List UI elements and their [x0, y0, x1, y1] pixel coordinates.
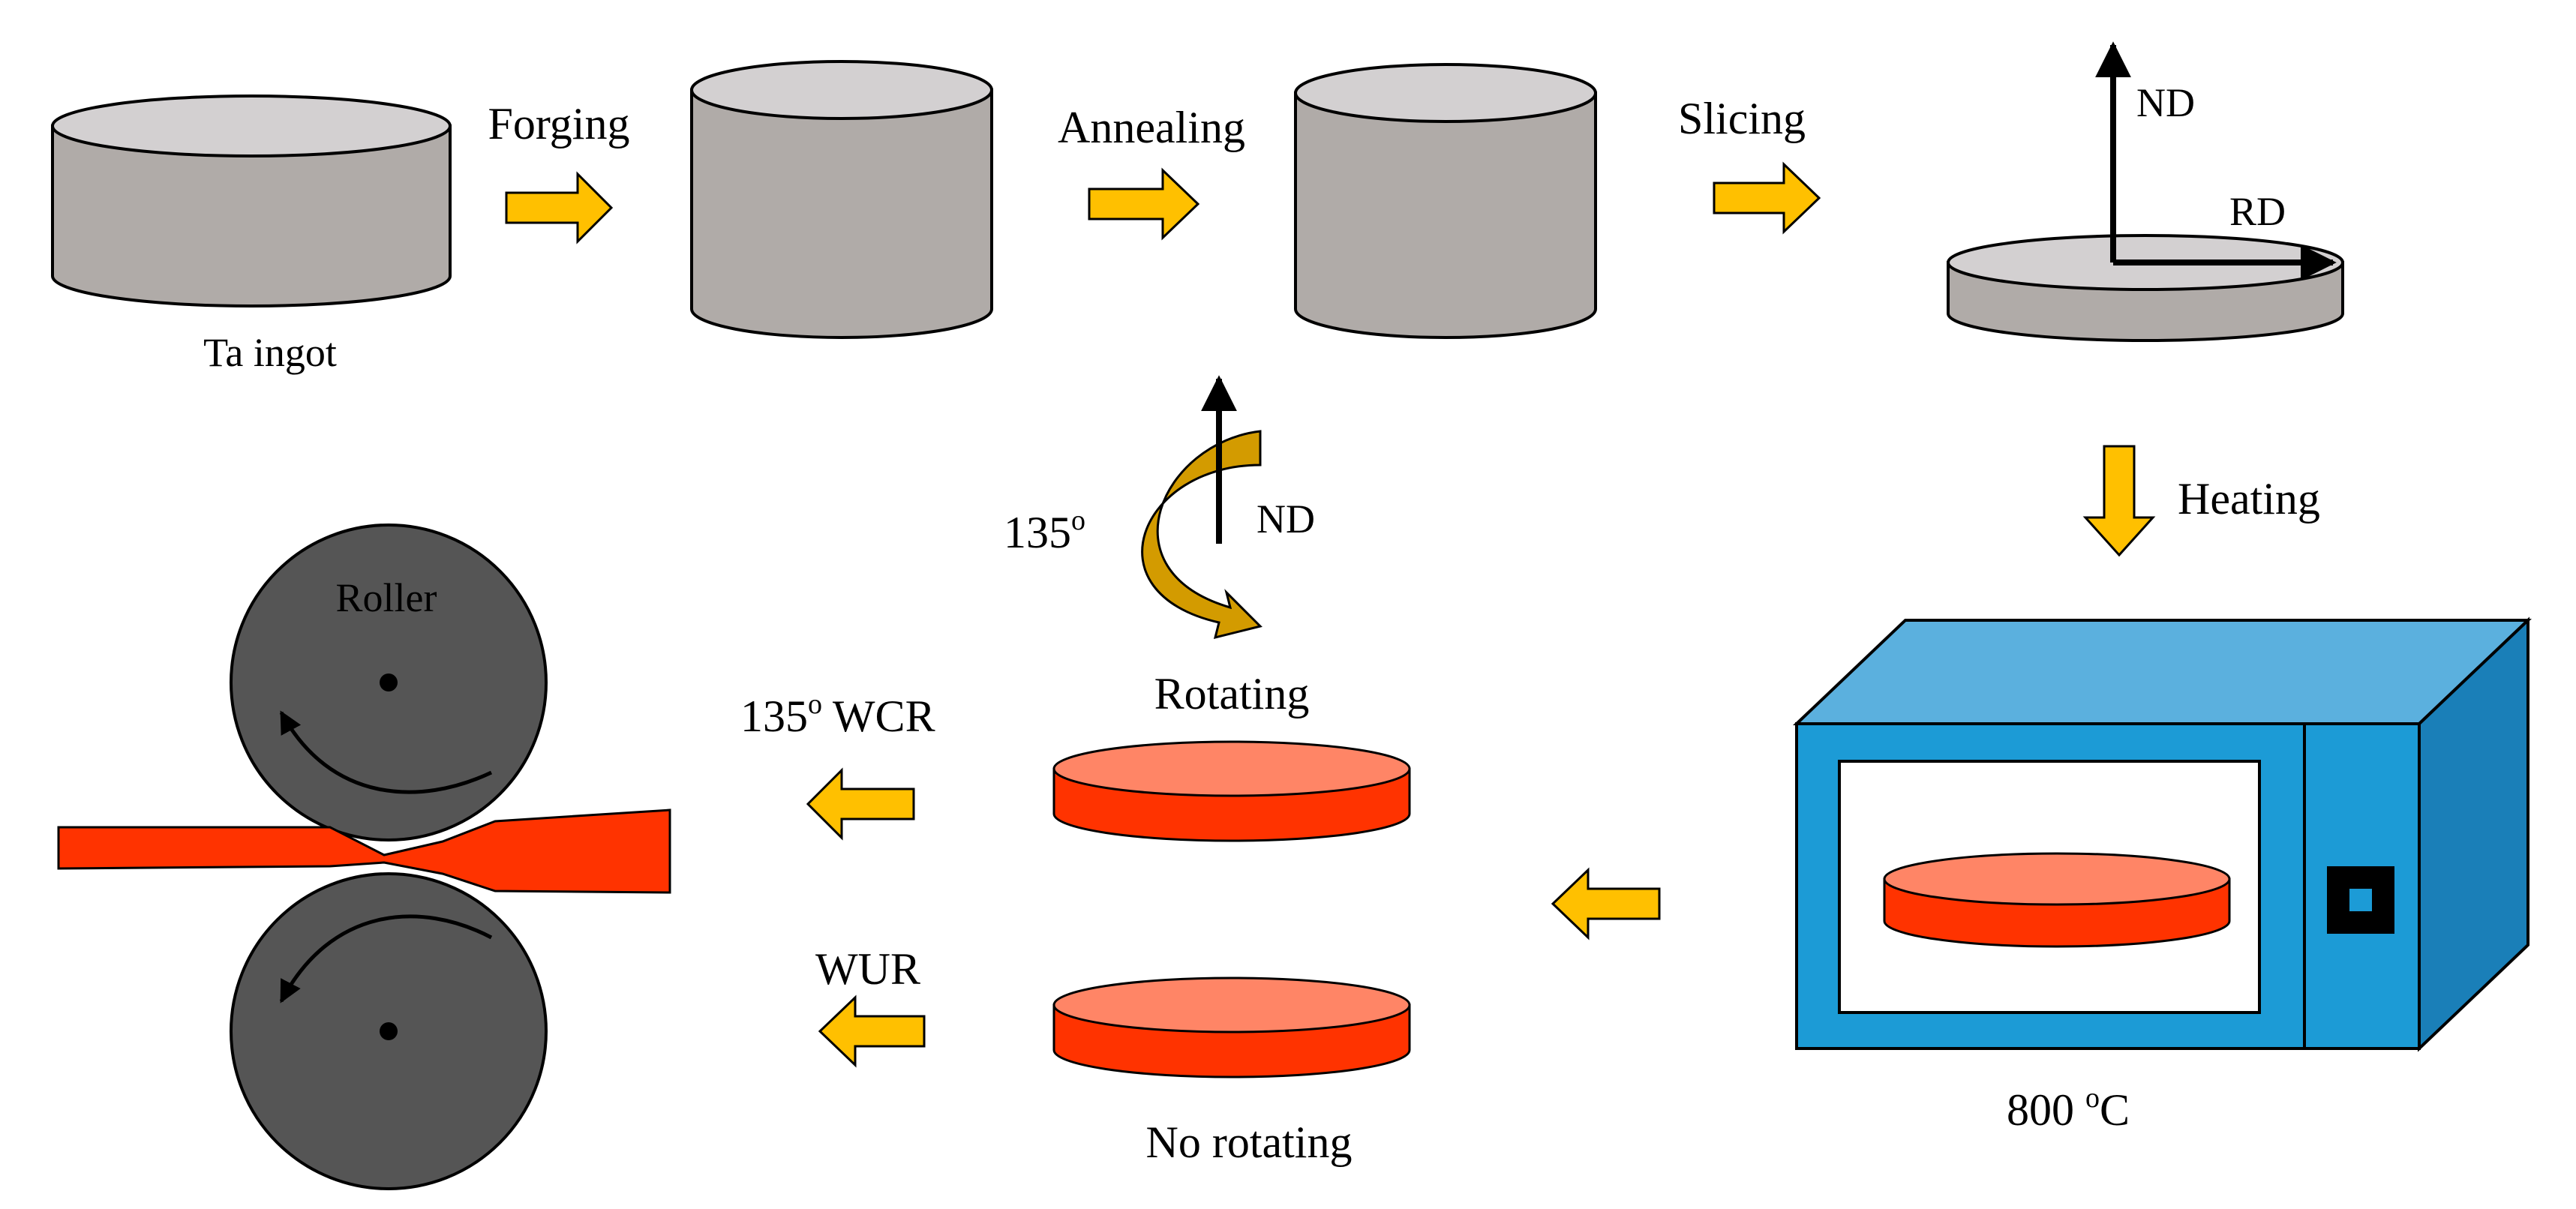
furnace	[1792, 616, 2532, 1052]
rotation-angle-label: 135o	[1004, 505, 1085, 557]
wcr-label: 135o WCR	[740, 688, 935, 741]
rd-axis-label: RD	[2229, 189, 2286, 234]
sliced-disk	[1947, 234, 2344, 342]
annealed-cylinder	[1294, 63, 1597, 339]
rotation-curved-arrow	[1141, 430, 1262, 640]
rotation-nd-label: ND	[1256, 496, 1315, 542]
rolled-plate	[57, 808, 671, 894]
forging-arrow	[505, 171, 614, 244]
annealing-label: Annealing	[1058, 103, 1245, 152]
roller-label: Roller	[336, 575, 437, 620]
slicing-label: Slicing	[1678, 94, 1806, 143]
rotating-disk	[1052, 740, 1411, 842]
rotating-label: Rotating	[1154, 669, 1310, 718]
forged-cylinder	[690, 60, 993, 339]
non-rotating-disk	[1052, 976, 1411, 1078]
lower-roller	[230, 872, 548, 1190]
ta-ingot-label: Ta ingot	[203, 330, 337, 375]
furnace-top	[1792, 619, 2532, 725]
heating-label: Heating	[2178, 474, 2320, 524]
no-rotating-label: No rotating	[1146, 1118, 1353, 1167]
heated-disk	[1883, 852, 2231, 948]
slicing-arrow	[1713, 161, 1821, 235]
forging-label: Forging	[488, 99, 630, 148]
transfer-arrow	[1551, 867, 1661, 940]
wur-arrow	[818, 994, 926, 1068]
wur-label: WUR	[815, 944, 920, 994]
temperature-label: 800 oC	[2007, 1082, 2130, 1135]
upper-roller	[230, 524, 548, 842]
ta-ingot-cylinder	[51, 94, 452, 308]
wcr-arrow	[806, 767, 915, 841]
annealing-arrow	[1088, 167, 1200, 241]
heating-arrow	[2082, 445, 2156, 557]
nd-axis-label: ND	[2136, 80, 2195, 125]
